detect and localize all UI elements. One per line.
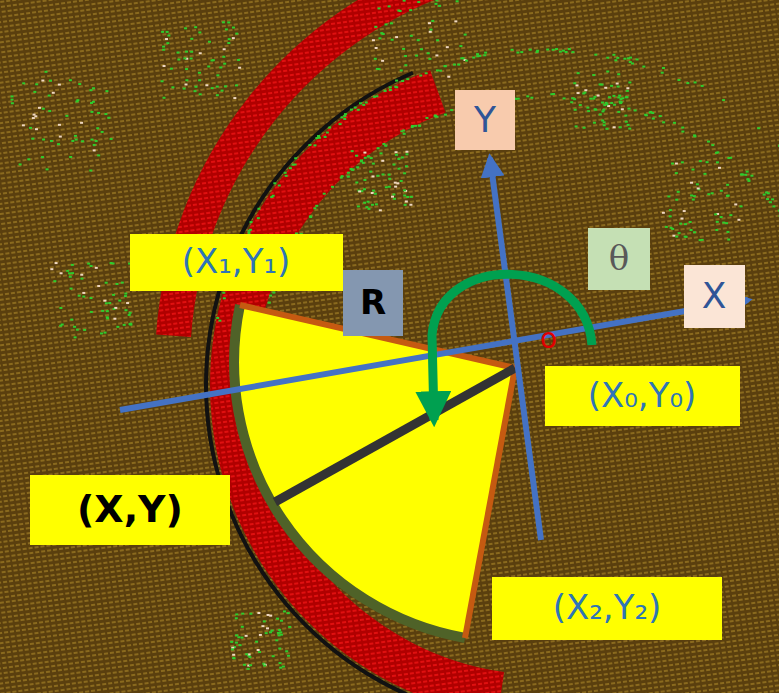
label-text: (X₂,Y₂)	[553, 589, 662, 626]
label-text: (X₁,Y₁)	[182, 243, 291, 280]
y-axis	[490, 158, 541, 540]
coordinate-label: (X₂,Y₂)	[492, 577, 722, 640]
label-text: Y	[474, 100, 496, 140]
label-text: (X₀,Y₀)	[588, 377, 697, 414]
point-radius	[275, 368, 515, 502]
axis-label: Y	[455, 90, 515, 150]
axis-label: X	[684, 265, 745, 328]
label-text: R	[360, 284, 386, 321]
coordinate-label: (X₁,Y₁)	[130, 234, 343, 291]
label-text: (X,Y)	[77, 489, 183, 531]
angle-label: θ	[588, 228, 650, 290]
sector	[234, 305, 515, 638]
scatter-points	[11, 0, 779, 670]
label-text: X	[702, 276, 727, 316]
coordinate-label: (X₀,Y₀)	[545, 366, 740, 426]
radius-label: R	[343, 270, 403, 336]
origin-mark: o	[540, 322, 557, 355]
coordinate-label: (X,Y)	[30, 475, 230, 545]
label-text: θ	[609, 240, 629, 277]
